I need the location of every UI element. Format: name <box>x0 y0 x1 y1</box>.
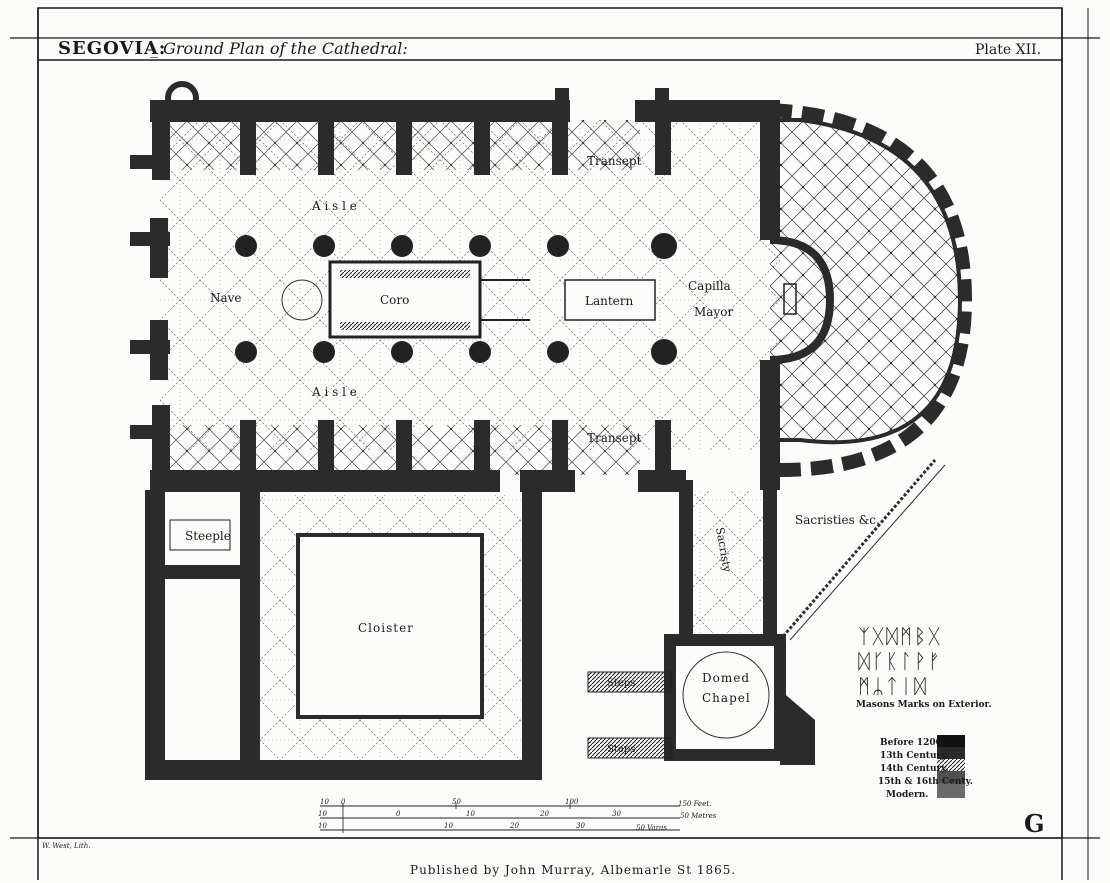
label-sacristies: Sacristies &c. <box>795 513 880 527</box>
masons-marks-row3: ᛗᛦᛏᛁᛞ <box>858 674 928 698</box>
scale-varas-0: 10 <box>318 822 327 830</box>
lithographer-credit: W. West, Lith. <box>42 842 90 850</box>
label-capilla: Capilla <box>688 279 731 293</box>
plate-frame <box>10 7 1100 880</box>
masons-marks-caption: Masons Marks on Exterior. <box>856 700 992 710</box>
scale-varas-3: 20 <box>509 822 519 830</box>
scale-bars: 10 0 50 100 150 Feet. 10 0 10 20 30 50 M… <box>318 798 717 833</box>
scale-feet-1: 0 <box>341 798 346 806</box>
legend-label-3: 15th & 16th Centy. <box>878 777 973 787</box>
period-legend: Before 1200 13th Century. 14th Century. … <box>878 735 973 800</box>
scale-metres-3: 20 <box>539 810 549 818</box>
publisher-imprint: Published by John Murray, Albemarle St 1… <box>410 863 736 877</box>
legend-swatch-13th <box>937 747 965 759</box>
label-steps-2: Steps <box>607 744 635 755</box>
label-domed: Domed <box>702 671 750 685</box>
legend-swatch-15th-16th <box>937 771 965 783</box>
masons-marks-row1: ᛉᚷᛞᛗᛒᚷ <box>858 624 942 648</box>
scale-metres-0: 10 <box>318 810 327 818</box>
masons-marks-row2: ᛞᚴᛕᛚᚹᚠ <box>858 649 942 673</box>
scale-metres-6: 50 Metres <box>680 812 717 820</box>
legend-label-4: Modern. <box>886 790 928 800</box>
label-mayor: Mayor <box>694 305 733 319</box>
scale-metres-4: 30 <box>612 810 621 818</box>
legend-swatch-14th <box>937 759 965 771</box>
label-aisle-top: A i s l e <box>311 199 357 213</box>
scale-feet-3: 100 <box>565 798 579 806</box>
label-nave: Nave <box>210 291 242 305</box>
label-lantern: Lantern <box>585 294 634 308</box>
publisher-monogram: G <box>1024 809 1045 838</box>
label-chapel: Chapel <box>702 691 751 705</box>
scale-metres-2: 10 <box>466 810 475 818</box>
title-rest: _ Ground Plan of the Cathedral: <box>150 39 408 58</box>
scale-metres-1: 0 <box>396 810 401 818</box>
label-steps-1: Steps <box>607 678 635 689</box>
scale-feet-0: 10 <box>320 798 329 806</box>
scale-feet-4: 150 Feet. <box>678 800 711 808</box>
plate-number: Plate XII. <box>975 42 1041 58</box>
scale-feet-2: 50 <box>452 798 461 806</box>
scale-varas-4: 30 <box>576 822 585 830</box>
legend-label-2: 14th Century. <box>880 764 949 774</box>
masons-marks: ᛉᚷᛞᛗᛒᚷ ᛞᚴᛕᛚᚹᚠ ᛗᛦᛏᛁᛞ Masons Marks on Exte… <box>856 624 992 710</box>
legend-label-0: Before 1200 <box>880 738 942 748</box>
ground-plan <box>130 81 973 780</box>
label-aisle-bottom: A i s l e <box>311 385 357 399</box>
legend-swatch-modern <box>937 783 965 798</box>
label-transept-top: Transept <box>587 154 642 168</box>
label-cloister: Cloister <box>358 621 414 635</box>
label-transept-bottom: Transept <box>587 431 642 445</box>
title-city: SEGOVIA: <box>58 38 166 59</box>
label-coro: Coro <box>380 293 409 307</box>
legend-swatch-before-1200 <box>937 735 965 747</box>
scale-varas-2: 10 <box>444 822 453 830</box>
legend-label-1: 13th Century. <box>880 751 949 761</box>
label-steeple: Steeple <box>185 529 231 543</box>
scale-varas-6: 50 Varas <box>636 824 667 832</box>
